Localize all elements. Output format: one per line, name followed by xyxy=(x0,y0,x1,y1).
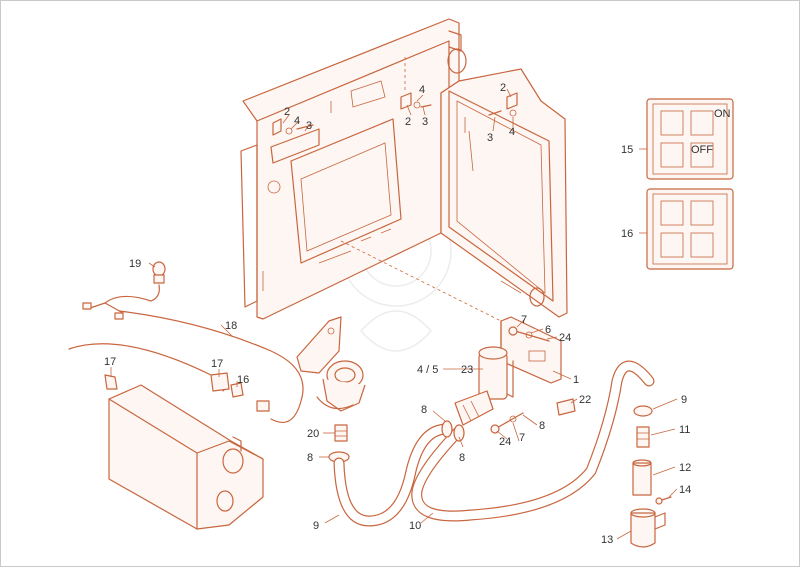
door-frame xyxy=(440,68,568,318)
washer-pump xyxy=(454,346,508,426)
callout-16: 16 xyxy=(237,374,249,386)
callout-10: 11 xyxy=(679,424,690,436)
fitting-21 xyxy=(334,424,348,442)
callout-3: 3 xyxy=(422,116,428,128)
callout-24: 24 xyxy=(499,436,511,448)
callouts: 2 4 3 4 2 3 2 4 3 15 16 19 18 17 17 16 2… xyxy=(104,82,691,546)
callout-6: 6 xyxy=(545,324,551,336)
decal-15 xyxy=(646,188,734,270)
nozzle-fitting-10 xyxy=(636,426,650,448)
callout-6: 7 xyxy=(519,432,525,444)
decal-on-label: ON xyxy=(714,108,731,120)
callout-20: 19 xyxy=(129,258,141,270)
washer-lamp xyxy=(152,261,166,284)
bolts-upper xyxy=(508,326,550,342)
decal-off-label: OFF xyxy=(691,144,713,156)
callout-4-5: 4 / 5 xyxy=(417,364,438,376)
callout-8: 8 xyxy=(421,404,427,416)
callout-3: 3 xyxy=(306,120,312,132)
callout-19: 18 xyxy=(225,320,237,332)
pump-bracket xyxy=(296,316,342,374)
clip-22 xyxy=(556,398,576,416)
callout-9: 9 xyxy=(313,520,319,532)
washer-tank xyxy=(108,384,264,530)
callout-7: 7 xyxy=(521,314,527,326)
callout-4: 4 xyxy=(509,126,515,138)
callout-7: 8 xyxy=(539,420,545,432)
callout-17: 17 xyxy=(211,358,223,370)
callout-13: 14 xyxy=(679,484,691,496)
callout-22: 22 xyxy=(579,394,591,406)
callout-4: 4 xyxy=(294,115,300,127)
pump-reservoir xyxy=(316,360,366,412)
frame-hardware xyxy=(272,92,518,136)
callout-8: 9 xyxy=(681,394,687,406)
callout-8: 8 xyxy=(307,452,313,464)
callout-18: 17 xyxy=(104,356,116,368)
callout-11: 12 xyxy=(679,462,691,474)
callout-3: 3 xyxy=(487,132,493,144)
callout-24: 24 xyxy=(559,332,571,344)
connectors xyxy=(104,372,244,398)
bolts-lower xyxy=(490,412,524,434)
hose-clamps xyxy=(441,405,653,442)
leader-lines xyxy=(110,88,678,540)
hose-right xyxy=(411,360,655,522)
nozzle-11 xyxy=(632,459,652,496)
cabin-frame xyxy=(240,18,467,320)
callout-15: 16 xyxy=(621,228,633,240)
nozzle-holder-12 xyxy=(630,508,666,548)
callout-8: 8 xyxy=(459,452,465,464)
callout-21: 20 xyxy=(307,428,319,440)
callout-9: 10 xyxy=(409,520,421,532)
callout-2: 2 xyxy=(405,116,411,128)
hose-left xyxy=(333,423,453,527)
callout-2: 2 xyxy=(284,106,290,118)
callout-4: 4 xyxy=(419,84,425,96)
callout-14: 15 xyxy=(621,144,633,156)
screw-13 xyxy=(655,496,672,505)
callout-23: 23 xyxy=(461,364,473,376)
callout-1: 1 xyxy=(573,374,579,386)
callout-12: 13 xyxy=(601,534,613,546)
callout-2: 2 xyxy=(500,82,506,94)
decal-14: ON OFF xyxy=(646,98,734,180)
